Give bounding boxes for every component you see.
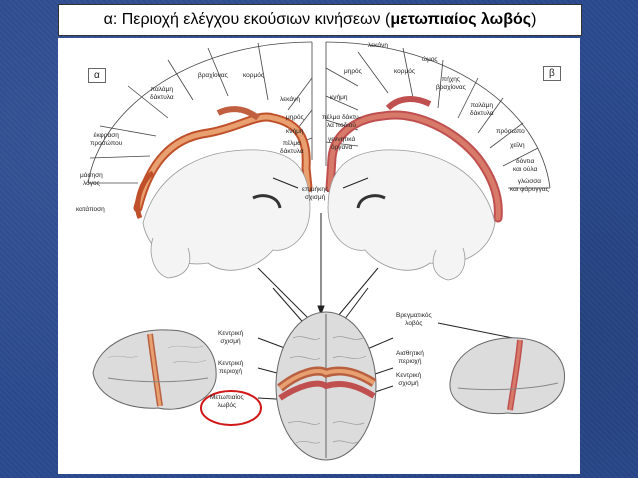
brain-diagram-art [87,41,565,461]
left-lateral-brain [92,329,217,410]
right-label-forearm-arm: πήχης βραχίονας [436,76,466,91]
left-label-swallowing: κατάποση [76,206,105,213]
label-frontal-lobe: Μετωπιαίος λωβός [210,394,244,409]
right-label-face: πρόσωπο [496,128,525,135]
central-brain-top-view [275,311,377,461]
right-label-palm-fingers: παλάμη δάκτυλα [470,102,494,117]
right-coronal-section [327,149,496,281]
right-label-trunk: κορμός [394,68,415,75]
panel-tag-left: α [88,68,106,83]
left-label-arm: βραχίονας [198,72,228,79]
title-prefix: α: Περιοχή ελέγχου εκούσιων κινήσεων ( [103,11,391,28]
label-central-sulcus-left: Κεντρική σχισμή [218,330,244,345]
left-coronal-section [142,149,311,279]
left-label-pelvis: λεκάνη [280,96,300,103]
slide-title: α: Περιοχή ελέγχου εκούσιων κινήσεων (με… [58,4,582,36]
left-label-palm-fingers: παλάμη δάκτυλα [150,86,174,101]
left-label-foot-toes: πέλμα δάκτυλα [280,140,304,155]
right-label-thigh: μηρός [344,68,362,75]
right-label-shin: κνήμη [330,94,348,101]
left-label-shin: κνήμη [286,128,304,135]
frontal-lobe-highlight [200,390,262,426]
right-lateral-brain [449,337,565,415]
label-sensory-area: Αισθητική περιοχή [396,350,424,365]
label-central-sulcus-right: Κεντρική σχισμή [396,372,422,387]
right-label-genitals: γεννητικά όργανα [328,136,356,151]
panel-tag-right: β [543,66,561,81]
right-label-tongue-pharynx: γλώσσα και φάρυγγας [510,178,549,193]
right-fan [325,41,551,189]
label-central-area-left: Κεντρική περιοχή [218,360,244,375]
right-label-pelvis: λεκάνη [368,42,388,49]
right-sensory-cortex [325,96,503,223]
right-label-teeth-gums: δόντια και ούλα [513,158,538,173]
label-longitudinal-fissure: επιμήκης σχισμή [302,186,329,201]
left-label-thigh: μηρός [286,114,304,121]
right-label-shoulder: ώμος [422,56,438,63]
title-suffix: ) [531,11,537,28]
right-label-lips: χείλη [510,142,525,149]
label-parietal-lobe: Βρεγματικός λοβός [396,312,432,327]
left-label-facial-expression: έκφραση προσώπου [90,132,123,147]
left-label-trunk: κορμός [243,72,264,79]
brain-diagram-figure: α β παλάμη δάκτυλα βραχίονας κορμός λεκά… [58,38,580,474]
right-label-foot-toes: πέλμα δάκτυ- λα ποδιού [322,114,361,129]
left-label-chewing-speech: μάσηση λόγος [80,172,103,187]
left-motor-cortex [133,106,313,220]
title-strong: μετωπιαίος λωβός [390,11,532,28]
